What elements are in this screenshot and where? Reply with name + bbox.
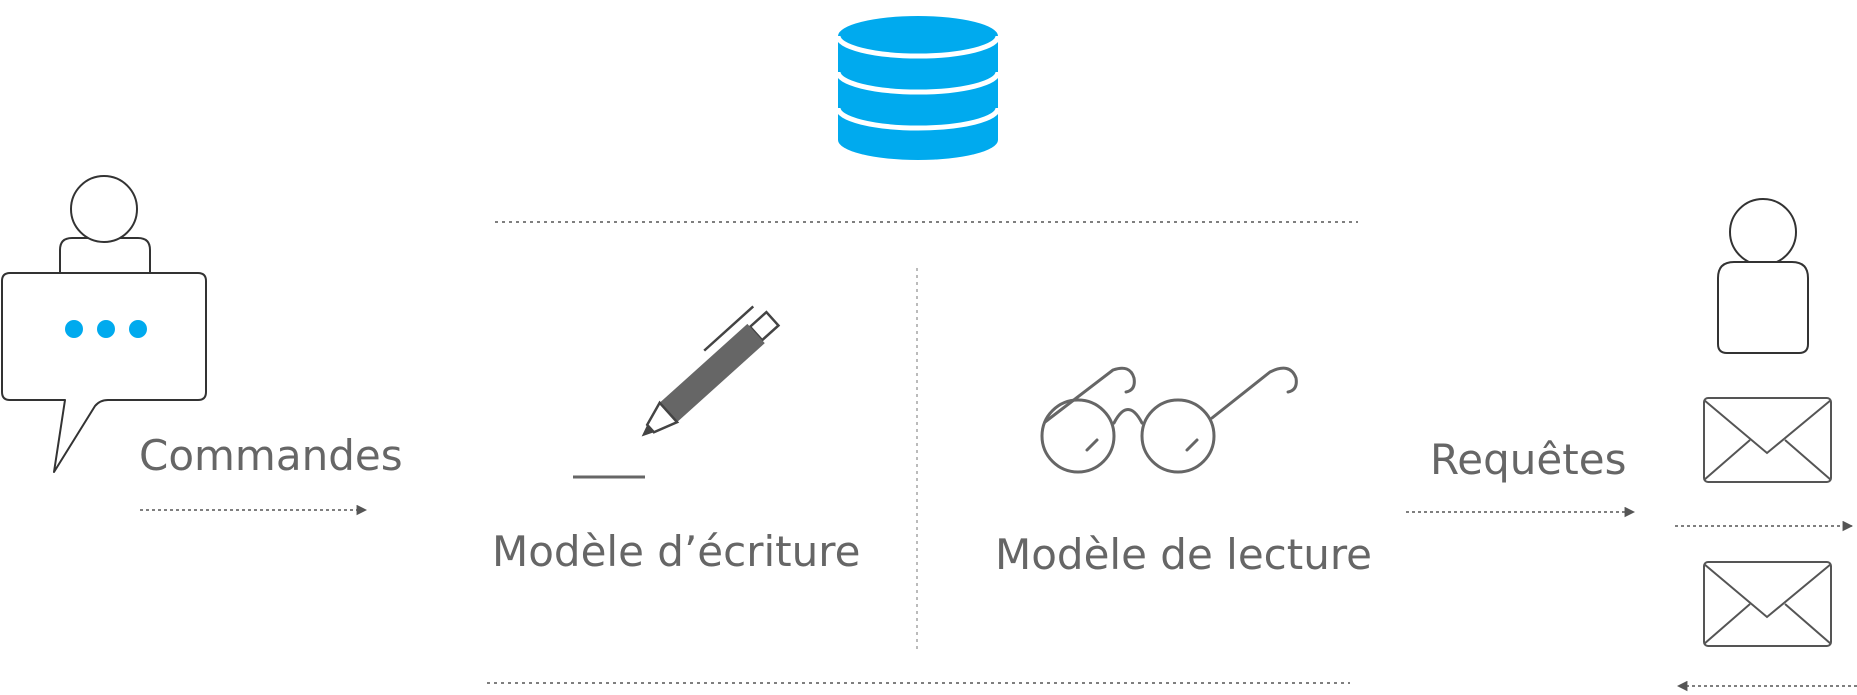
queries-label: Requêtes bbox=[1430, 435, 1626, 484]
write-model-label: Modèle d’écriture bbox=[492, 527, 860, 576]
envelope-icon bbox=[1703, 561, 1832, 647]
glasses-icon bbox=[1040, 366, 1298, 474]
pen-icon bbox=[573, 305, 781, 479]
read-model-label: Modèle de lecture bbox=[995, 530, 1372, 579]
commands-label: Commandes bbox=[139, 431, 403, 480]
envelope-icon bbox=[1703, 397, 1832, 483]
user-speech-bubble-icon bbox=[1, 175, 207, 473]
user-icon bbox=[1717, 198, 1809, 354]
database-icon bbox=[835, 16, 1001, 160]
